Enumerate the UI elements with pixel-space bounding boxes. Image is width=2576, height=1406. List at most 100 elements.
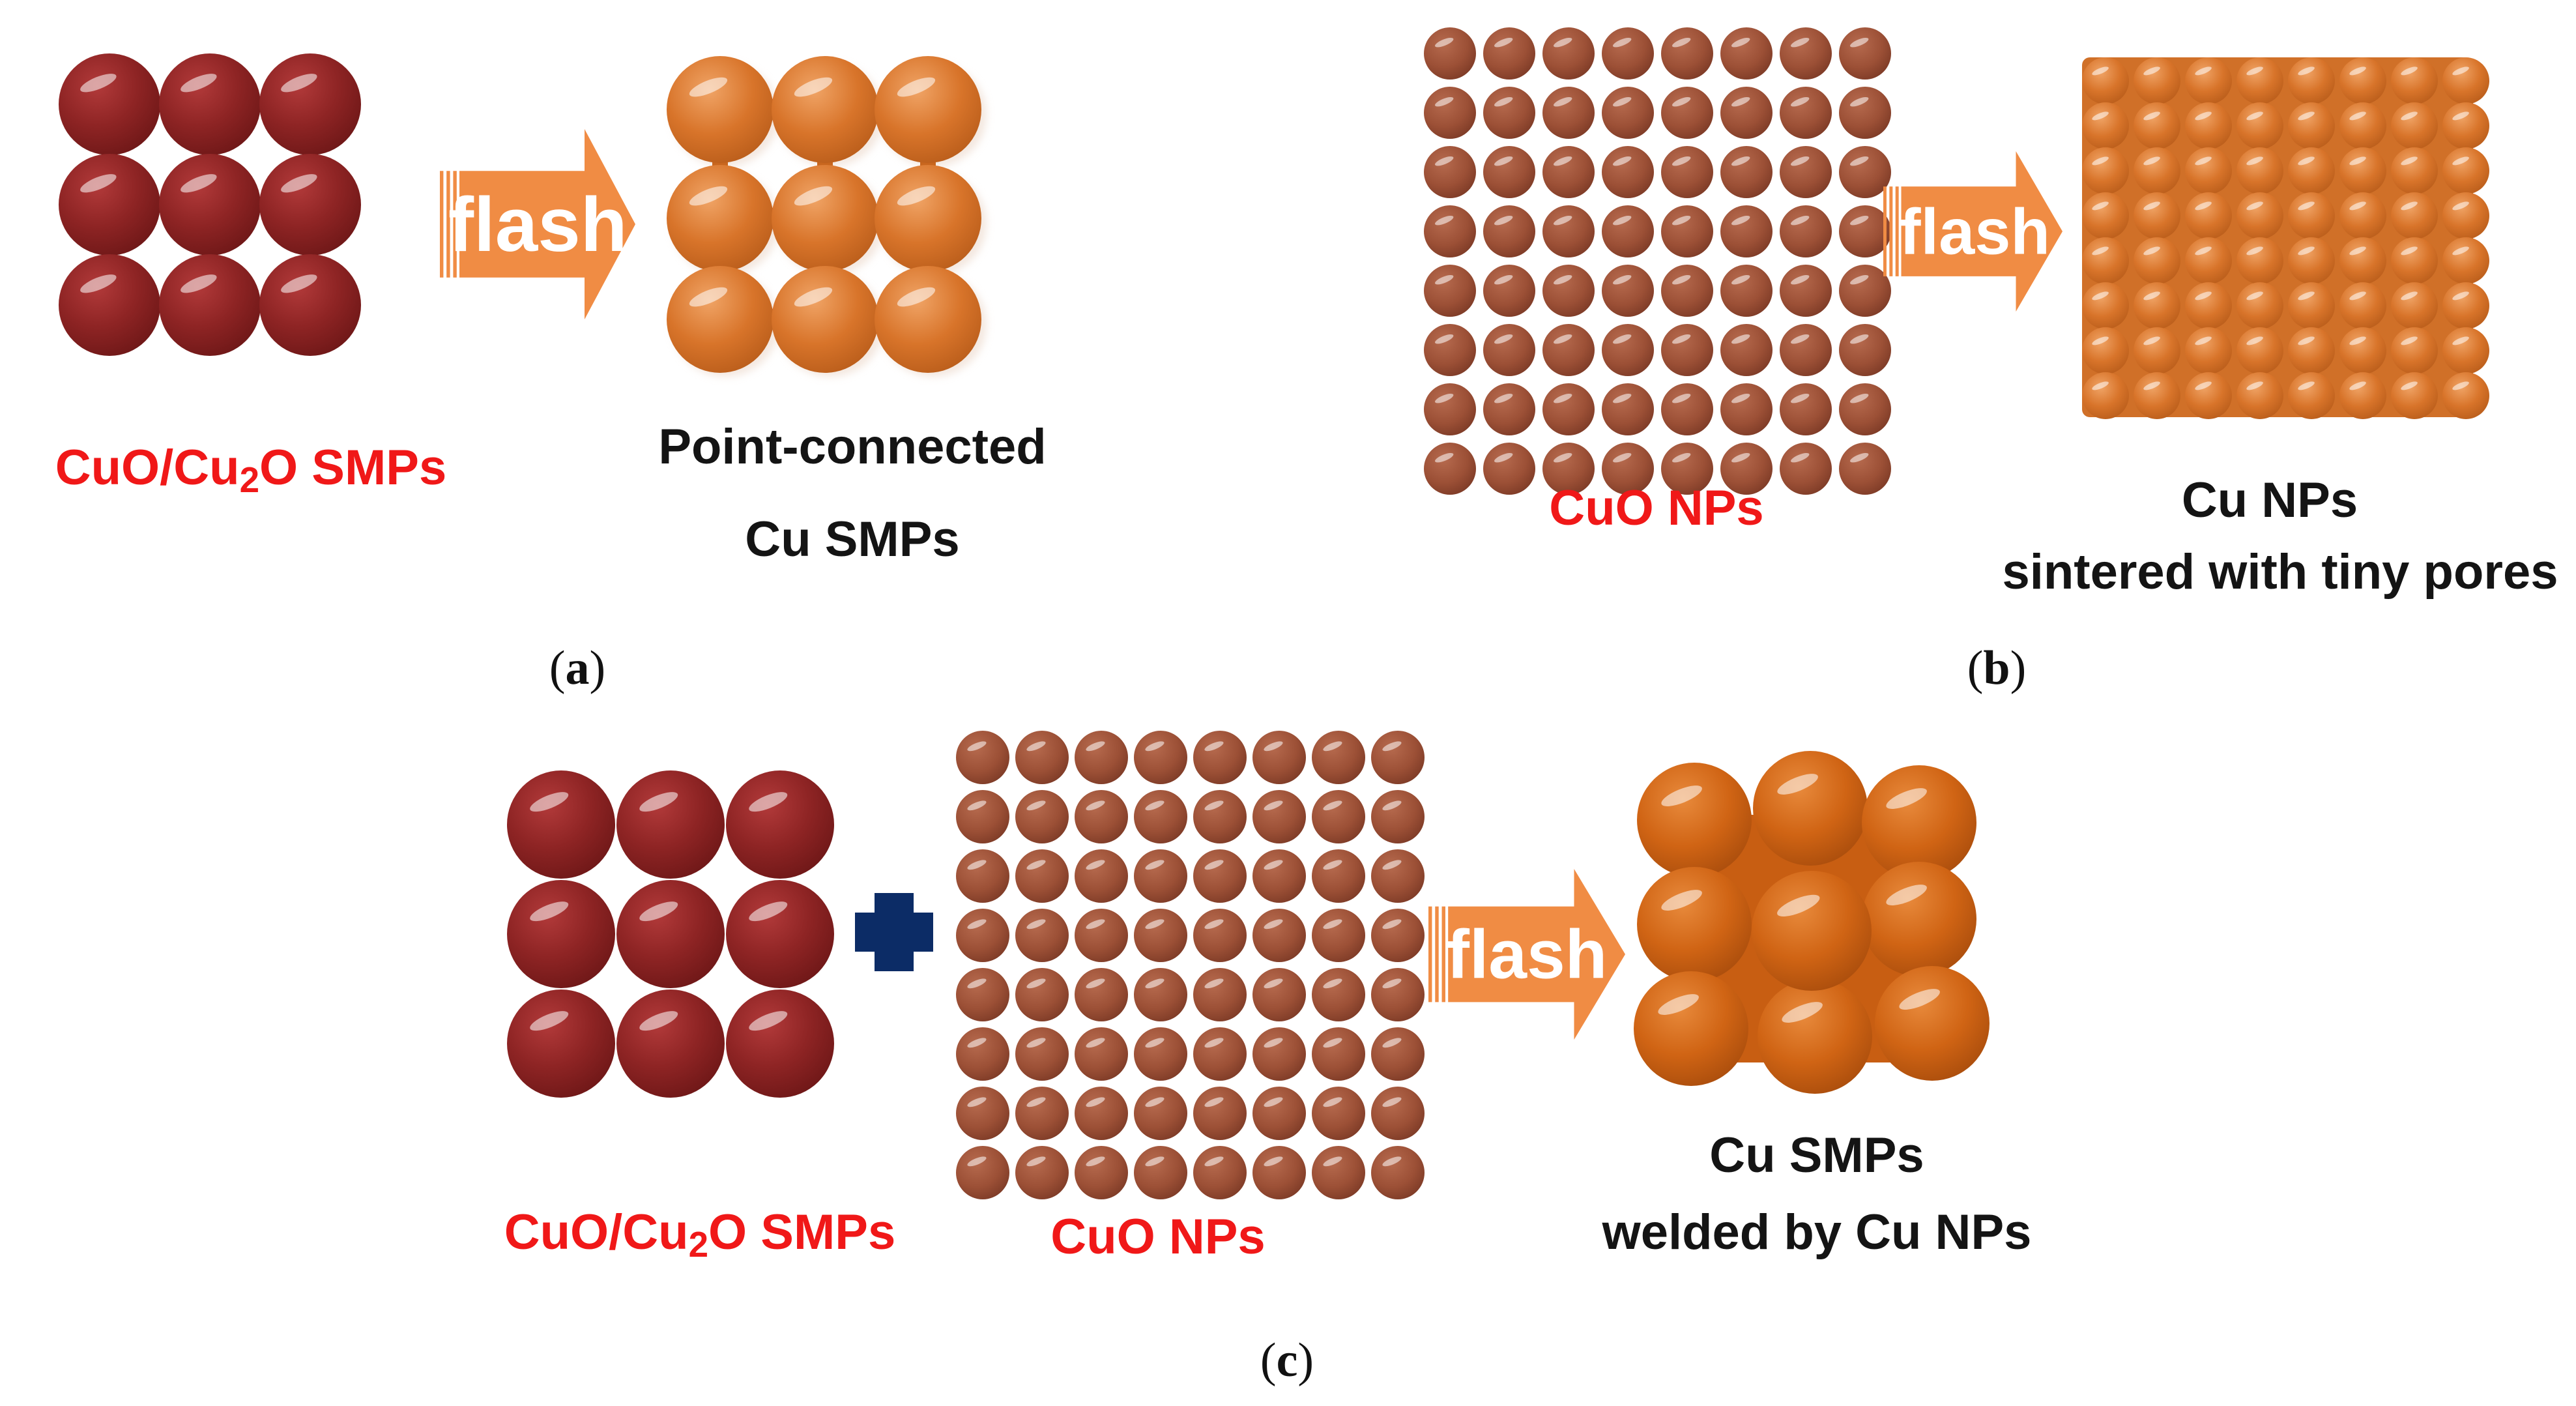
cu-np-particle [2082, 57, 2129, 104]
cuo-np-particle [1483, 146, 1535, 198]
cuo-np-particle [1015, 790, 1069, 843]
cuo-np-particle [1780, 324, 1832, 376]
cu-np-particle [2134, 372, 2180, 419]
cuo-np-particle [1780, 383, 1832, 435]
cuo-np-particle [1193, 909, 1247, 962]
panel-a-output-label-line1: Point-connected [658, 419, 1047, 475]
cuo-np-particle [1720, 324, 1773, 376]
cuo-cu2o-smp-particle [259, 53, 361, 155]
cuo-np-particle [1780, 87, 1832, 139]
cu-np-particle [2391, 57, 2438, 104]
cuo-np-particle [1839, 383, 1891, 435]
cuo-np-particle [1015, 1146, 1069, 1199]
cu-np-particle [2442, 237, 2489, 284]
panel-a: flash [59, 53, 987, 377]
cuo-np-particle [1661, 146, 1713, 198]
panel-b-input-label: CuO NPs [1549, 480, 1764, 536]
cuo-np-particle [1602, 146, 1654, 198]
cuo-np-particle [1483, 265, 1535, 317]
cuo-np-particle [1424, 87, 1476, 139]
cuo-np-particle [1780, 205, 1832, 257]
cuo-np-particle [1252, 849, 1306, 903]
cuo-np-particle [1661, 265, 1713, 317]
cuo-np-particle [1371, 1146, 1425, 1199]
cuo-np-particle [1312, 909, 1365, 962]
cuo-np-particle [1720, 27, 1773, 80]
cuo-np-particle [1483, 383, 1535, 435]
cu-np-particle [2185, 237, 2232, 284]
cuo-np-particle [1780, 146, 1832, 198]
cu-smp-particle [772, 266, 878, 373]
cuo-np-particle [1720, 443, 1773, 495]
cuo-np-particle [956, 909, 1009, 962]
cu-smp-particle [667, 266, 774, 373]
cuo-np-particle [1134, 909, 1187, 962]
flash-label: flash [448, 181, 628, 267]
cuo-np-particle [1371, 1027, 1425, 1081]
cuo-np-particle [956, 790, 1009, 843]
cuo-np-particle [1542, 265, 1595, 317]
cuo-np-particle [1602, 383, 1654, 435]
cu-smp-particle [875, 165, 981, 272]
cu-np-particle [2339, 102, 2386, 149]
cuo-np-particle [1720, 383, 1773, 435]
cu-smp-particle [1875, 966, 1990, 1081]
cuo-np-particle [1542, 443, 1595, 495]
cuo-np-particle [1483, 443, 1535, 495]
cu-np-particle [2185, 102, 2232, 149]
cu-np-particle [2082, 327, 2129, 374]
cuo-np-particle [1661, 324, 1713, 376]
cu-np-particle [2236, 147, 2283, 194]
cuo-np-particle [1483, 324, 1535, 376]
cu-np-particle [2082, 237, 2129, 284]
panel-b: flash [1424, 27, 2489, 495]
cu-np-particle [2134, 327, 2180, 374]
cuo-np-particle [1193, 968, 1247, 1021]
cu-np-particle [2391, 282, 2438, 329]
cuo-cu2o-smp-particle [616, 770, 725, 879]
panel-a-caption: (a) [549, 641, 606, 695]
panel-c-output-label-line1: Cu SMPs [1709, 1128, 1924, 1183]
cu-np-particle [2185, 372, 2232, 419]
cuo-np-particle [1252, 731, 1306, 784]
cuo-np-particle [1371, 1087, 1425, 1140]
panel-b-caption: (b) [1967, 641, 2027, 695]
cuo-np-particle [1424, 146, 1476, 198]
cuo-np-particle [1371, 909, 1425, 962]
cuo-np-particle [1839, 265, 1891, 317]
cu-np-particle [2442, 102, 2489, 149]
cuo-np-particle [1602, 87, 1654, 139]
cuo-np-particle [1542, 27, 1595, 80]
cu-np-particle [2339, 57, 2386, 104]
cuo-np-particle [1312, 1027, 1365, 1081]
cu-np-particle [2391, 147, 2438, 194]
cuo-np-particle [1424, 443, 1476, 495]
cuo-np-particle [1134, 968, 1187, 1021]
cuo-np-particle [1661, 383, 1713, 435]
cuo-cu2o-smp-particle [616, 989, 725, 1098]
cuo-np-particle [1075, 968, 1128, 1021]
cuo-np-particle [1193, 790, 1247, 843]
cuo-cu2o-smp-particle [507, 989, 615, 1098]
cuo-np-particle [1193, 1027, 1247, 1081]
cu-np-particle [2236, 282, 2283, 329]
cuo-np-particle [1075, 1027, 1128, 1081]
panel-c-output-label-line2: welded by Cu NPs [1602, 1205, 2032, 1260]
cuo-np-particle [1134, 731, 1187, 784]
cuo-cu2o-smp-particle [726, 880, 834, 988]
panel-c: flash [507, 731, 1990, 1199]
cuo-np-particle [1371, 731, 1425, 784]
flash-label: flash [1899, 196, 2049, 268]
cuo-np [956, 731, 1425, 1199]
cu-np-particle [2082, 102, 2129, 149]
cuo-np-particle [1134, 1027, 1187, 1081]
cu-np-particle [2236, 372, 2283, 419]
cu-smp-particle [1753, 751, 1868, 866]
cuo-np-particle [1134, 1087, 1187, 1140]
panel-c-input2-label: CuO NPs [1050, 1209, 1266, 1265]
cu-np-particle [2082, 282, 2129, 329]
cuo-np-particle [1252, 909, 1306, 962]
cuo-np-particle [1661, 443, 1713, 495]
cuo-np-particle [1252, 790, 1306, 843]
sintered-cu-np [2082, 57, 2489, 419]
